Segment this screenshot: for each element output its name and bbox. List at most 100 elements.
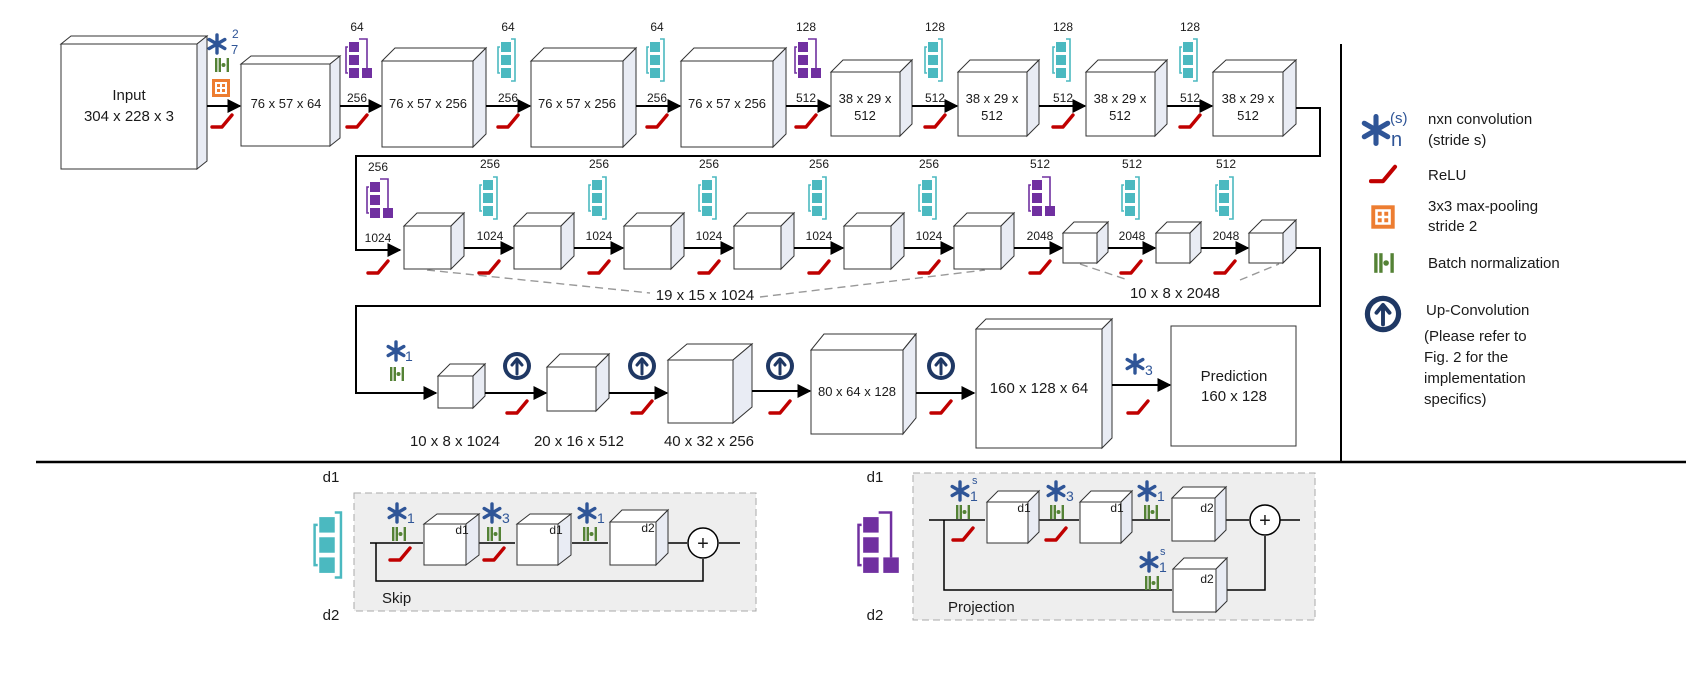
- conv-kernel: 3: [502, 510, 510, 526]
- conv-kernel: 1: [405, 348, 413, 364]
- channel-top-label: 256: [809, 157, 829, 171]
- conv-kernel: 1: [1159, 559, 1167, 575]
- feature-map-10x8x2048: [1154, 220, 1203, 265]
- cube-label: d1: [455, 523, 469, 537]
- conv1-icon: 1: [386, 340, 413, 364]
- group-bracket-10x8x2048: 10 x 8 x 2048: [1079, 263, 1280, 302]
- feature-map-label: 512: [1109, 108, 1131, 123]
- legend-note: Fig. 2 for the: [1424, 349, 1508, 366]
- skip-module-icon: 256 1024: [696, 157, 723, 275]
- channel-bottom-label: 512: [925, 91, 945, 105]
- stem-batchnorm-icon: [215, 58, 229, 72]
- projection-module-icon: 256 1024: [365, 160, 394, 275]
- feature-map-20x16x512: [545, 352, 611, 413]
- channel-bottom-label: 512: [796, 91, 816, 105]
- channel-top-label: 64: [350, 20, 364, 34]
- up-convolution-icon: [925, 350, 957, 382]
- conv-kernel: 3: [1145, 362, 1153, 378]
- feature-map-label: 76 x 57 x 256: [688, 96, 766, 111]
- channel-bottom-label: 1024: [477, 229, 504, 243]
- feature-map-label: 38 x 29 x: [839, 91, 892, 106]
- feature-map-label: 76 x 57 x 256: [389, 96, 467, 111]
- cube-label: d2: [641, 521, 655, 535]
- group-label: 10 x 8 x 2048: [1130, 285, 1220, 302]
- skip-module-icon: 128 512: [1178, 20, 1202, 129]
- feature-map-76x57x256: 76 x 57 x 256: [679, 46, 788, 149]
- skip-module-icon: 512 2048: [1213, 157, 1240, 275]
- feature-map-label: 38 x 29 x: [966, 91, 1019, 106]
- add-symbol: +: [1259, 510, 1271, 532]
- skip-module-icon: 256 1024: [806, 157, 833, 275]
- prediction-output: Prediction 160 x 128: [1170, 325, 1297, 447]
- group-bracket-19x15x1024: 19 x 15 x 1024: [426, 269, 986, 304]
- projection-module-icon: 128 512: [794, 20, 822, 129]
- feature-map-label: 80 x 64 x 128: [818, 384, 896, 399]
- conv-kernel: 1: [407, 510, 415, 526]
- legend-up-label: Up-Convolution: [1426, 302, 1529, 319]
- skip-module-icon: 64 256: [496, 20, 520, 129]
- channel-top-label: 512: [1122, 157, 1142, 171]
- channel-top-label: 512: [1216, 157, 1236, 171]
- feature-map-label: 38 x 29 x: [1094, 91, 1147, 106]
- legend-conv-sup: (s): [1390, 110, 1408, 127]
- skip-module-icon: 512 2048: [1119, 157, 1146, 275]
- conv-d1-cube: d1: [515, 512, 573, 567]
- cube-label: d1: [549, 523, 563, 537]
- feature-map-label: 20 x 16 x 512: [534, 433, 624, 450]
- feature-map-19x15x1024: [402, 211, 466, 271]
- channel-bottom-label: 256: [647, 91, 667, 105]
- skip-module-icon: 64 256: [645, 20, 669, 129]
- skip-module-icon: 256 1024: [477, 157, 504, 275]
- feature-map-10x8x2048: [1247, 218, 1298, 265]
- projection-label: Projection: [948, 599, 1015, 616]
- channel-top-label: 128: [1180, 20, 1200, 34]
- input-block: Input 304 x 228 x 3: [59, 34, 209, 171]
- feature-map-40x32x256: [666, 342, 754, 425]
- channel-top-label: 128: [796, 20, 816, 34]
- feature-map-38x29x512: 38 x 29 x 512: [829, 58, 914, 138]
- projection-block-detail: s 1 d1 3 d1 1 d2 s 1: [912, 472, 1316, 621]
- input-label: Input: [112, 87, 146, 104]
- conv-d1-cube: d1: [1078, 489, 1134, 545]
- final-conv3-icon: 3: [1125, 353, 1153, 378]
- relu-icon: [505, 399, 529, 415]
- row-wrap-connector: [355, 107, 1321, 257]
- feature-map-label: 76 x 57 x 256: [538, 96, 616, 111]
- channel-bottom-label: 256: [498, 91, 518, 105]
- add-node: [1249, 504, 1281, 536]
- legend-pool-label-2: stride 2: [1428, 218, 1477, 235]
- channel-bottom-label: 2048: [1119, 229, 1146, 243]
- legend-conv-entry: (s) n nxn convolution (stride s): [1364, 110, 1532, 151]
- stem-conv-kernel: 7: [231, 42, 238, 57]
- projection-module-icon: 512 2048: [1027, 157, 1056, 275]
- conv-d1-cube: d1: [422, 512, 481, 567]
- feature-map-76x57x64: 76 x 57 x 64: [239, 54, 342, 148]
- channel-bottom-label: 1024: [365, 231, 392, 245]
- group-label: 19 x 15 x 1024: [656, 287, 754, 304]
- conv-d2-cube: d2: [1170, 485, 1228, 543]
- channel-bottom-label: 256: [347, 91, 367, 105]
- legend-bn-label: Batch normalization: [1428, 255, 1560, 272]
- conv-kernel: 3: [1066, 488, 1074, 504]
- legend-note: implementation: [1424, 370, 1526, 387]
- relu-icon: [1126, 399, 1150, 415]
- channel-top-label: 128: [925, 20, 945, 34]
- feature-map-10x8x2048: [1061, 220, 1110, 265]
- skip-module-icon: 256 1024: [916, 157, 943, 275]
- skip-label: Skip: [382, 590, 411, 607]
- legend-conv-sub: n: [1391, 129, 1402, 151]
- batchnorm-icon: [390, 367, 404, 381]
- add-node: [687, 527, 719, 559]
- legend-relu-entry: ReLU: [1371, 167, 1466, 184]
- channel-bottom-label: 2048: [1027, 229, 1054, 243]
- up-convolution-icon: [764, 350, 796, 382]
- stem-conv-stride: 2: [232, 27, 239, 41]
- feature-map-19x15x1024: [512, 211, 576, 271]
- feature-map-19x15x1024: [952, 211, 1016, 271]
- stem-maxpool-icon: [211, 78, 231, 98]
- feature-map-160x128x64: 160 x 128 x 64: [974, 317, 1114, 450]
- skip-module-icon: 256 1024: [586, 157, 613, 275]
- d1-label: d1: [867, 469, 884, 486]
- channel-top-label: 256: [589, 157, 609, 171]
- feature-map-label: 160 x 128 x 64: [990, 380, 1088, 397]
